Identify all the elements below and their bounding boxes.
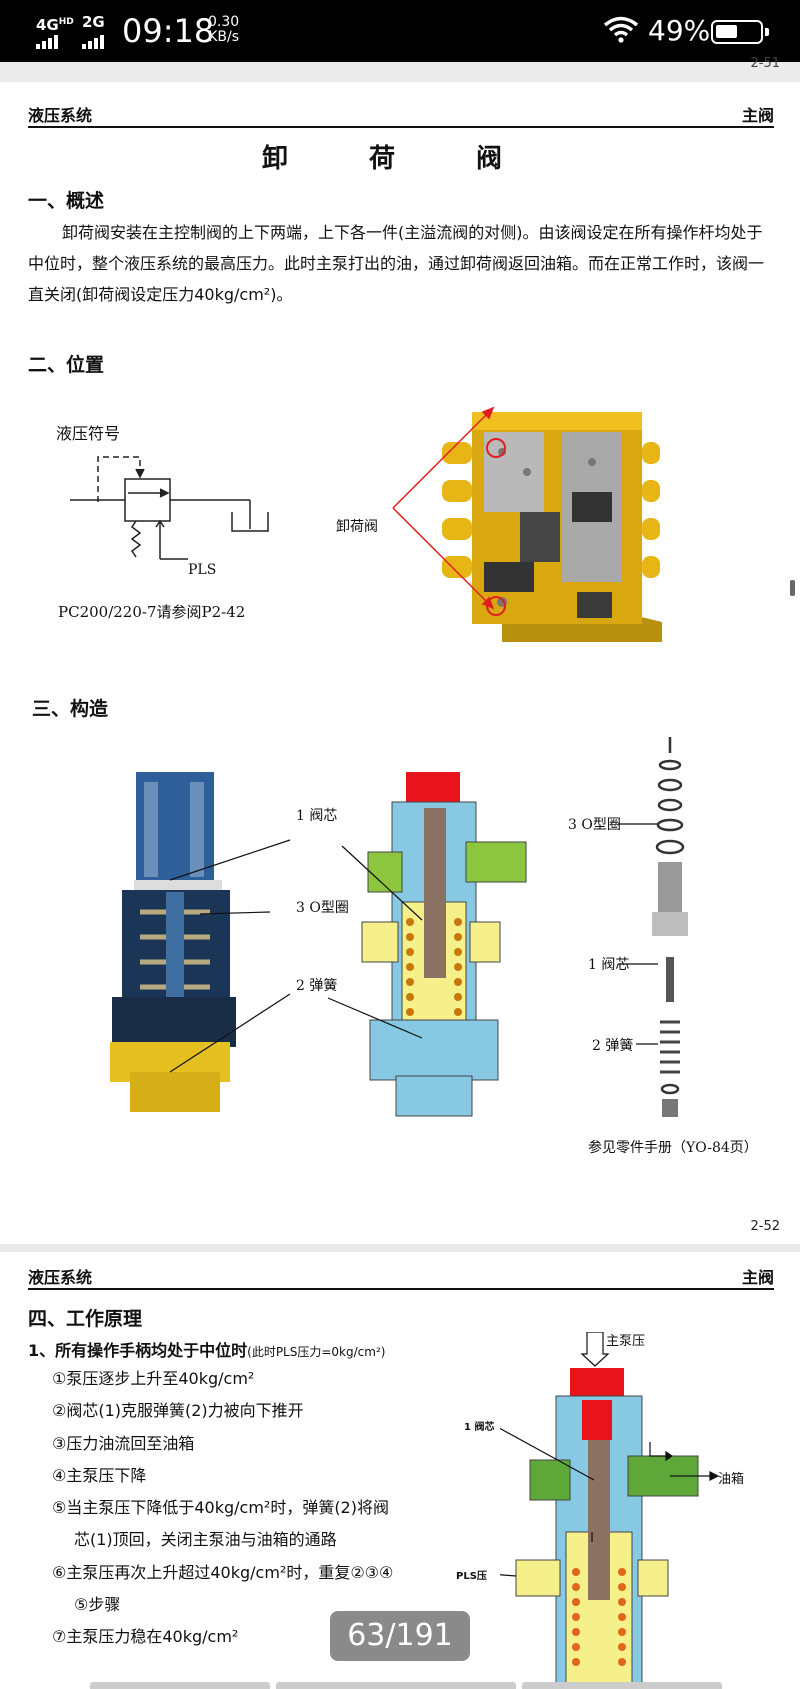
step-item: ①泵压逐步上升至40kg/cm² xyxy=(52,1369,255,1388)
subheading-neutral: 1、所有操作手柄均处于中位时(此时PLS压力=0kg/cm²) xyxy=(28,1341,386,1360)
page-title: 卸 荷 阀 xyxy=(261,144,539,174)
step-item: ⑥主泵压再次上升超过40kg/cm²时，重复②③④ xyxy=(52,1562,394,1582)
bottom-tab-3[interactable] xyxy=(522,1682,722,1689)
network-indicator: 4GHD xyxy=(36,16,74,34)
cutaway-photo xyxy=(110,772,236,1112)
section-principle-heading: 四、工作原理 xyxy=(28,1308,143,1330)
scroll-indicator[interactable] xyxy=(790,580,795,596)
document-page-1: 2-51 液压系统 主阀 卸 荷 阀 一、概述 卸荷阀安装在主控制阀的上下两端，… xyxy=(0,56,800,1244)
step-item: ④主泵压下降 xyxy=(52,1465,147,1485)
label-spool: 1 阀芯 xyxy=(296,808,338,824)
leader-lines xyxy=(169,839,423,1073)
step-item-continued: ⑤步骤 xyxy=(74,1595,121,1615)
pointer-arrows xyxy=(392,406,495,610)
step-list: ①泵压逐步上升至40kg/cm² ②阀芯(1)克服弹簧(2)力被向下推开 ③压力… xyxy=(52,1363,393,1654)
page-header-2: 液压系统 主阀 xyxy=(28,1262,774,1290)
reference-text: PC200/220-7请参阅P2-42 xyxy=(58,603,246,621)
diagram-label-spool: 1 阀芯 xyxy=(464,1422,495,1433)
page-header: 液压系统 主阀 xyxy=(28,100,774,128)
header-right: 主阀 xyxy=(741,106,774,125)
label-oring: 3 O型圈 xyxy=(296,900,349,916)
pls-label: PLS xyxy=(188,562,217,578)
cross-section-diagram xyxy=(361,772,527,1117)
diagram-label-main-pump: 主泵压 xyxy=(606,1334,646,1349)
network-speed: 0.30 KB/s xyxy=(208,14,240,45)
signal-bars-icon xyxy=(36,30,60,49)
parts-label-spool: 1 阀芯 xyxy=(588,957,630,973)
step-item: ②阀芯(1)克服弹簧(2)力被向下推开 xyxy=(52,1401,304,1421)
diagram-label-tank: 油箱 xyxy=(718,1472,745,1487)
exploded-parts-view xyxy=(652,737,688,1117)
parts-label-oring: 3 O型圈 xyxy=(568,817,621,833)
parts-manual-reference: 参见零件手册（YO-84页） xyxy=(588,1140,758,1156)
step-item: ⑤当主泵压下降低于40kg/cm²时，弹簧(2)将阀 xyxy=(52,1498,389,1518)
clock: 09:18 xyxy=(122,12,215,50)
section-overview-heading: 一、概述 xyxy=(28,190,105,212)
network-indicator-2g: 2G xyxy=(82,13,105,31)
section-location-heading: 二、位置 xyxy=(28,354,105,376)
section-structure-heading: 三、构造 xyxy=(32,698,109,720)
hydraulic-symbol-diagram xyxy=(70,456,269,560)
step-item: ⑦主泵压力稳在40kg/cm² xyxy=(52,1627,239,1647)
signal-bars-2-icon xyxy=(82,30,106,49)
parts-leader-lines xyxy=(618,823,658,1045)
bottom-tab-1[interactable] xyxy=(90,1682,270,1689)
label-spring: 2 弹簧 xyxy=(296,978,338,994)
wifi-icon xyxy=(603,16,639,43)
main-valve-photo xyxy=(442,412,662,642)
unload-valve-label: 卸荷阀 xyxy=(336,519,378,535)
header-right-2: 主阀 xyxy=(741,1268,774,1287)
page-indicator: 63/191 xyxy=(330,1611,470,1661)
bottom-tab-2[interactable] xyxy=(276,1682,516,1689)
header-left: 液压系统 xyxy=(28,106,93,125)
hydraulic-symbol-label: 液压符号 xyxy=(56,424,121,443)
step-item-continued: 芯(1)顶回，关闭主泵油与油箱的通路 xyxy=(74,1530,337,1550)
parts-label-spring: 2 弹簧 xyxy=(592,1038,634,1054)
battery-icon xyxy=(711,20,769,44)
page-number-top: 2-51 xyxy=(750,56,780,71)
page-number-bottom: 2-52 xyxy=(750,1219,780,1234)
operating-diagram xyxy=(500,1332,720,1689)
step-item: ③压力油流回至油箱 xyxy=(52,1433,195,1453)
status-bar: 4GHD 2G 09:18 0.30 KB/s 49% xyxy=(0,0,800,62)
header-left-2: 液压系统 xyxy=(28,1268,93,1287)
battery-percent: 49% xyxy=(648,14,711,47)
overview-paragraph: 卸荷阀安装在主控制阀的上下两端，上下各一件(主溢流阀的对侧)。由该阀设定在所有操… xyxy=(28,223,765,304)
diagram-label-pls: PLS压 xyxy=(456,1571,487,1582)
